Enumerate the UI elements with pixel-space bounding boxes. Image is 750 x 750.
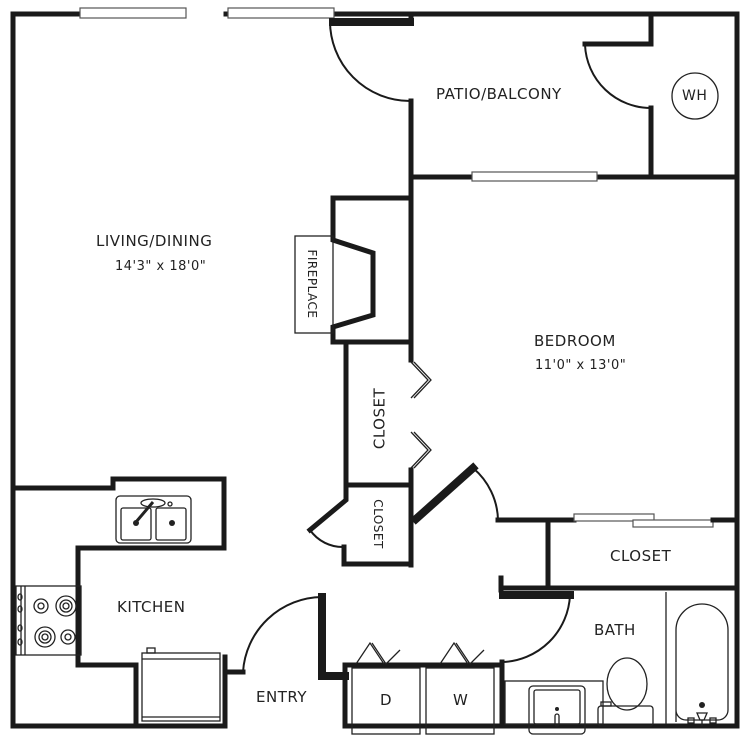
patio-balcony-label: PATIO/BALCONY bbox=[436, 85, 562, 103]
water-heater-label: WH bbox=[682, 88, 708, 104]
stove-icon bbox=[15, 585, 82, 656]
fireplace-label: FIREPLACE bbox=[305, 249, 319, 319]
bedroom-closet-right-label: CLOSET bbox=[610, 547, 672, 565]
washer-label: W bbox=[453, 691, 469, 709]
kitchen-walls bbox=[10, 476, 227, 727]
laundry bbox=[342, 641, 505, 735]
small-closet bbox=[306, 482, 414, 567]
entry-door bbox=[222, 593, 349, 680]
bathtub-icon bbox=[675, 603, 729, 726]
bedroom-door bbox=[410, 462, 499, 525]
toilet-icon bbox=[597, 657, 654, 727]
window bbox=[471, 171, 598, 182]
kitchen-label: KITCHEN bbox=[117, 598, 186, 616]
bedroom-label: BEDROOM bbox=[534, 332, 616, 350]
kitchen-sink-icon bbox=[115, 495, 192, 544]
bath-door bbox=[499, 591, 574, 663]
window bbox=[79, 7, 187, 19]
bedroom-closet-label: CLOSET bbox=[370, 387, 389, 450]
sliding-door bbox=[573, 513, 655, 522]
living-dining-dimensions: 14'3" x 18'0" bbox=[115, 259, 207, 274]
patio-door bbox=[328, 18, 414, 102]
living-dining-label: LIVING/DINING bbox=[96, 232, 213, 250]
dryer-label: D bbox=[380, 691, 393, 709]
small-closet-label: CLOSET bbox=[371, 499, 385, 549]
sliding-door bbox=[632, 519, 714, 528]
bedroom-dimensions: 11'0" x 13'0" bbox=[535, 358, 627, 373]
entry-label: ENTRY bbox=[256, 688, 307, 706]
fireplace bbox=[294, 195, 414, 345]
water-heater-closet bbox=[582, 11, 719, 180]
refrigerator-icon bbox=[141, 647, 221, 722]
window bbox=[227, 7, 335, 19]
water-heater-icon bbox=[671, 72, 719, 120]
closet-bifold-door bbox=[410, 361, 432, 469]
exterior-walls bbox=[10, 11, 740, 729]
bath-label: BATH bbox=[594, 621, 636, 639]
